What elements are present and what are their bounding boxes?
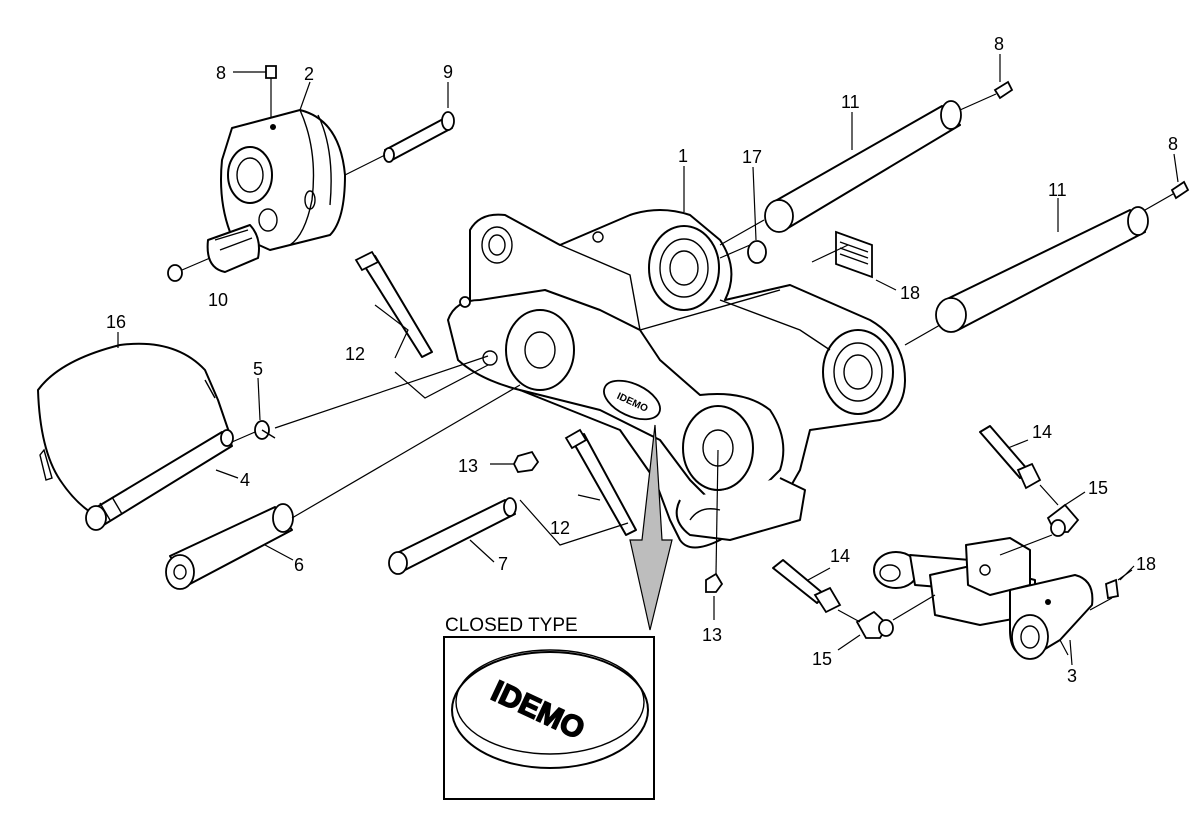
part-11-lower-pin xyxy=(904,206,1149,346)
callout-12: 12 xyxy=(550,518,570,538)
part-16-cover-plate xyxy=(37,342,233,521)
part-2-side-bracket xyxy=(206,109,346,273)
callout-labels: 8 2 9 8 8 11 11 1 17 18 10 16 12 5 4 13 … xyxy=(106,34,1178,686)
part-12-bolt-lower xyxy=(564,428,637,536)
callout-12: 12 xyxy=(345,344,365,364)
callout-15: 15 xyxy=(1088,478,1108,498)
part-17-ring xyxy=(747,240,767,264)
callout-1: 1 xyxy=(678,146,688,166)
callout-9: 9 xyxy=(443,62,453,82)
callout-18: 18 xyxy=(900,283,920,303)
callout-4: 4 xyxy=(240,470,250,490)
part-15-elbow-upper xyxy=(999,484,1086,556)
part-14-hose-upper xyxy=(979,425,1042,490)
callout-6: 6 xyxy=(294,555,304,575)
part-8-grease-nipple-top-left xyxy=(265,65,277,118)
callout-5: 5 xyxy=(253,359,263,379)
part-10-ring xyxy=(167,264,183,282)
part-18-decal xyxy=(811,230,873,279)
inset-title: CLOSED TYPE xyxy=(445,615,578,636)
part-13-nut-left xyxy=(490,450,540,473)
callout-8: 8 xyxy=(994,34,1004,54)
part-4-pin xyxy=(85,429,234,531)
part-14-hose-lower xyxy=(772,559,842,614)
closed-type-inset: CLOSED TYPE IDEMO xyxy=(443,615,655,800)
callout-14: 14 xyxy=(830,546,850,566)
callout-8: 8 xyxy=(216,63,226,83)
part-7-pin xyxy=(388,497,517,575)
callout-11: 11 xyxy=(1048,180,1067,200)
callout-15: 15 xyxy=(812,649,832,669)
callout-17: 17 xyxy=(742,147,762,167)
part-5-snap-ring xyxy=(231,420,276,443)
callout-3: 3 xyxy=(1067,666,1077,686)
callout-7: 7 xyxy=(498,554,508,574)
part-15-elbow-lower xyxy=(837,594,936,651)
callout-11: 11 xyxy=(841,92,860,112)
part-18-grease-nipple xyxy=(1089,569,1133,611)
part-6-bushing xyxy=(165,384,521,590)
callout-13: 13 xyxy=(702,625,722,645)
part-3-cylinder xyxy=(873,537,1094,660)
callout-14: 14 xyxy=(1032,422,1052,442)
part-12-bolt-upper xyxy=(354,250,433,358)
callout-2: 2 xyxy=(304,64,314,84)
arrow-to-closed-type-inset xyxy=(629,424,673,631)
callout-16: 16 xyxy=(106,312,126,332)
part-1-main-frame: IDEMO xyxy=(447,209,906,549)
callout-13: 13 xyxy=(458,456,478,476)
part-8-grease-nipple-right xyxy=(1144,180,1190,211)
part-11-upper-pin xyxy=(719,100,962,246)
part-13-nut-right xyxy=(705,449,724,620)
callout-18: 18 xyxy=(1136,554,1156,574)
callout-8: 8 xyxy=(1168,134,1178,154)
callout-10: 10 xyxy=(208,290,228,310)
part-8-grease-nipple-top-right xyxy=(959,80,1014,111)
part-9-small-pin xyxy=(344,111,455,176)
